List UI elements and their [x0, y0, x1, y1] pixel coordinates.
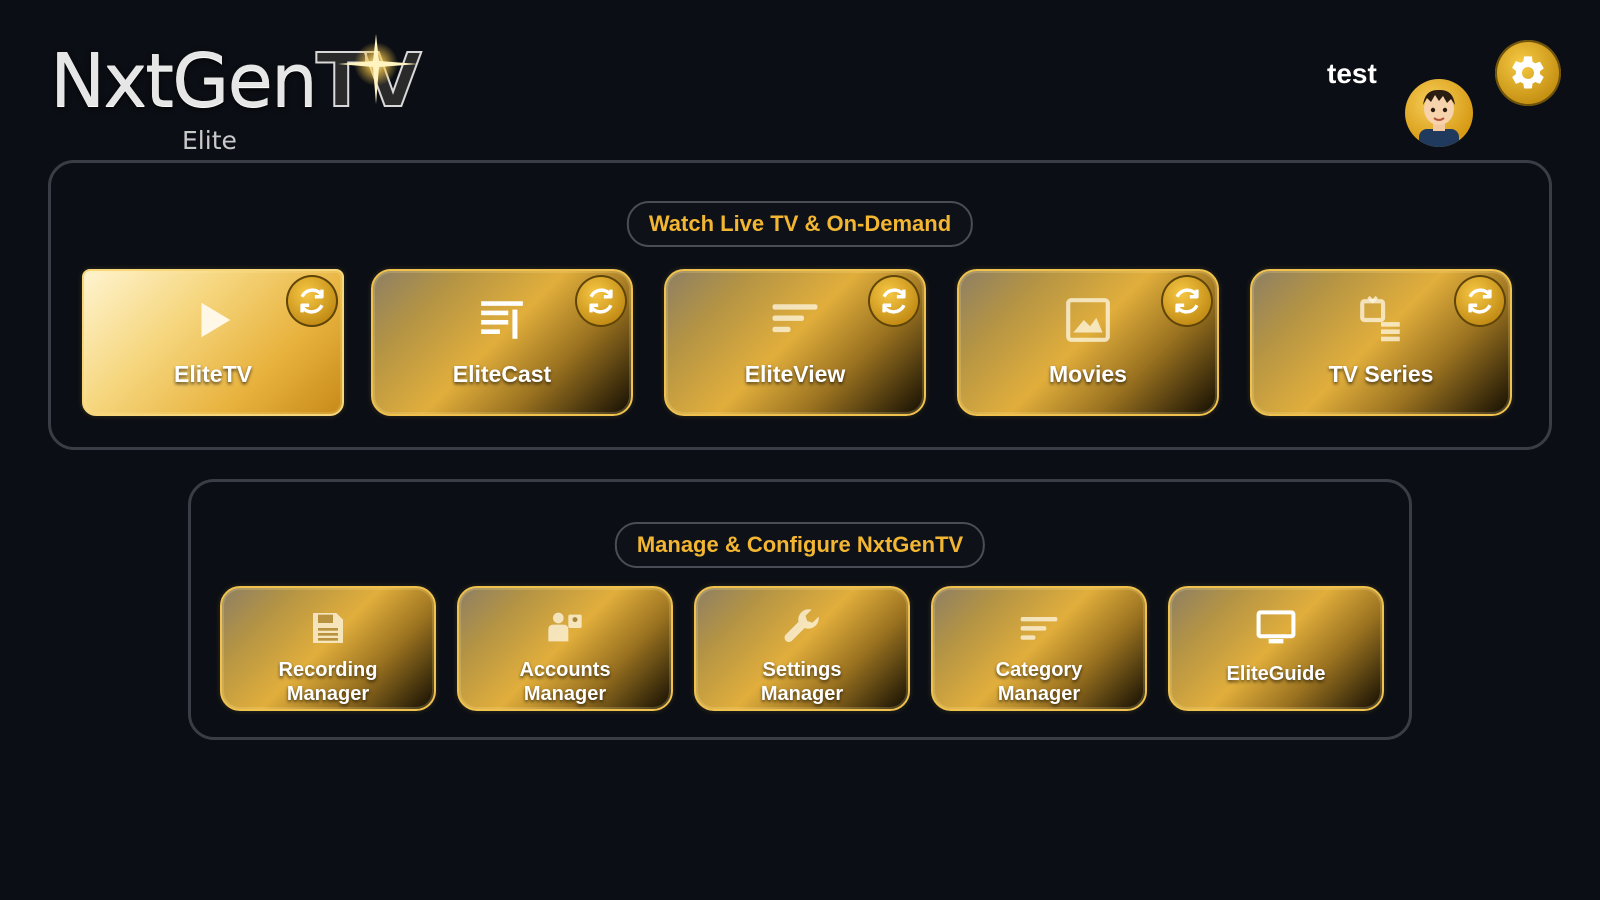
refresh-button[interactable] [1454, 275, 1506, 327]
app-logo: NxtGenTV Elite [50, 34, 430, 159]
logo-nxtgen-text: NxtGen [50, 38, 318, 124]
tile-category-manager[interactable]: Category Manager [931, 586, 1147, 711]
tile-label: EliteCast [452, 361, 552, 387]
refresh-button[interactable] [1161, 275, 1213, 327]
wrench-icon [780, 606, 824, 650]
refresh-icon [589, 288, 613, 314]
play-icon [186, 293, 240, 347]
logo-subtitle: Elite [182, 126, 237, 155]
tile-label-line2: Manager [997, 683, 1081, 705]
tile-label: Recording Manager [222, 658, 434, 706]
image-icon [1061, 293, 1115, 347]
tile-label-line2: Manager [760, 683, 844, 705]
tile-label: EliteGuide [1170, 662, 1382, 686]
tile-settings-manager[interactable]: Settings Manager [694, 586, 910, 711]
tile-label: EliteView [744, 361, 846, 387]
settings-button[interactable] [1495, 40, 1561, 106]
refresh-icon [1468, 288, 1492, 314]
tile-elitetv[interactable]: EliteTV [82, 269, 344, 416]
series-icon [1354, 293, 1408, 347]
manage-section: Manage & Configure NxtGenTV Recording Ma… [188, 479, 1412, 740]
watch-section-title: Watch Live TV & On-Demand [626, 201, 974, 247]
tile-label-line1: EliteGuide [1226, 663, 1326, 685]
tile-label: Settings Manager [696, 658, 908, 706]
tile-label: Movies [1049, 361, 1127, 387]
user-avatar-icon[interactable] [1405, 79, 1473, 147]
refresh-button[interactable] [575, 275, 627, 327]
tile-accounts-manager[interactable]: Accounts Manager [457, 586, 673, 711]
tile-label-line1: Category [995, 659, 1083, 681]
tile-label-line2: Manager [523, 683, 607, 705]
tile-label: EliteTV [174, 361, 252, 387]
refresh-icon [1175, 288, 1199, 314]
tile-label-line1: Recording [278, 659, 378, 681]
watch-section: Watch Live TV & On-Demand EliteTV [48, 160, 1552, 450]
refresh-icon [882, 288, 906, 314]
tile-tv-series[interactable]: TV Series [1250, 269, 1512, 416]
tile-label: TV Series [1328, 361, 1434, 387]
lines-icon [768, 293, 822, 347]
manage-section-title: Manage & Configure NxtGenTV [614, 522, 986, 568]
accounts-icon [543, 606, 587, 650]
tile-recording-manager[interactable]: Recording Manager [220, 586, 436, 711]
user-name: test [1327, 58, 1377, 89]
gear-icon [1512, 56, 1544, 89]
tile-label: Category Manager [933, 658, 1145, 706]
floppy-disk-icon [306, 606, 350, 650]
tile-elitecast[interactable]: EliteCast [371, 269, 633, 416]
tile-label-line1: Accounts [519, 659, 611, 681]
tile-eliteview[interactable]: EliteView [664, 269, 926, 416]
tile-label: Accounts Manager [459, 658, 671, 706]
refresh-button[interactable] [286, 275, 338, 327]
logo-sparkle-icon [338, 34, 418, 104]
tile-label-line2: Manager [286, 683, 370, 705]
tile-eliteguide[interactable]: EliteGuide [1168, 586, 1384, 711]
avatar-figure [1419, 89, 1459, 147]
refresh-icon [300, 288, 324, 314]
list-icon [475, 293, 529, 347]
monitor-icon [1254, 606, 1298, 650]
refresh-button[interactable] [868, 275, 920, 327]
category-lines-icon [1017, 606, 1061, 650]
tile-movies[interactable]: Movies [957, 269, 1219, 416]
tile-label-line1: Settings [762, 659, 842, 681]
